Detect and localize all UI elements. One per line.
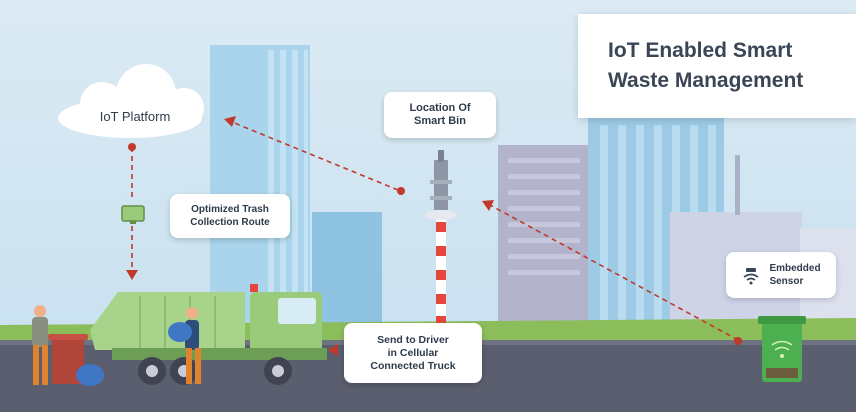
cell-tower-icon — [425, 150, 457, 325]
sensor-line1: Embedded — [769, 263, 821, 274]
location-line2: Smart Bin — [414, 115, 466, 127]
iot-platform-label: IoT Platform — [99, 108, 171, 124]
worker-right — [168, 307, 201, 384]
location-line1: Location Of — [409, 102, 471, 114]
worker-left — [32, 305, 48, 385]
driver-callout: Send to Driver in Cellular Connected Tru… — [344, 323, 482, 383]
route-line2: Collection Route — [190, 217, 270, 228]
cloud-icon — [58, 64, 204, 138]
monitor-icon — [121, 205, 145, 224]
grey-building — [498, 145, 590, 330]
brown-trash-bin — [48, 334, 88, 384]
wifi-sensor-icon — [743, 268, 759, 285]
trash-bag — [76, 364, 104, 386]
short-building — [312, 212, 382, 330]
title-card: IoT Enabled Smart Waste Management — [578, 14, 856, 118]
route-callout: Optimized Trash Collection Route — [170, 194, 290, 238]
driver-line1: Send to Driver — [377, 333, 449, 346]
sensor-line2: Sensor — [769, 276, 804, 287]
sensor-callout: Embedded Sensor — [726, 252, 836, 298]
driver-line2: in Cellular — [387, 346, 439, 359]
route-line1: Optimized Trash — [191, 204, 269, 215]
page-title-line1: IoT Enabled Smart — [608, 39, 793, 62]
data-flow-arrows — [131, 121, 739, 341]
smart-bin-icon — [758, 316, 806, 382]
page-title-line2: Waste Management — [608, 69, 804, 92]
location-callout: Location Of Smart Bin — [384, 92, 496, 138]
driver-line3: Connected Truck — [370, 359, 456, 372]
